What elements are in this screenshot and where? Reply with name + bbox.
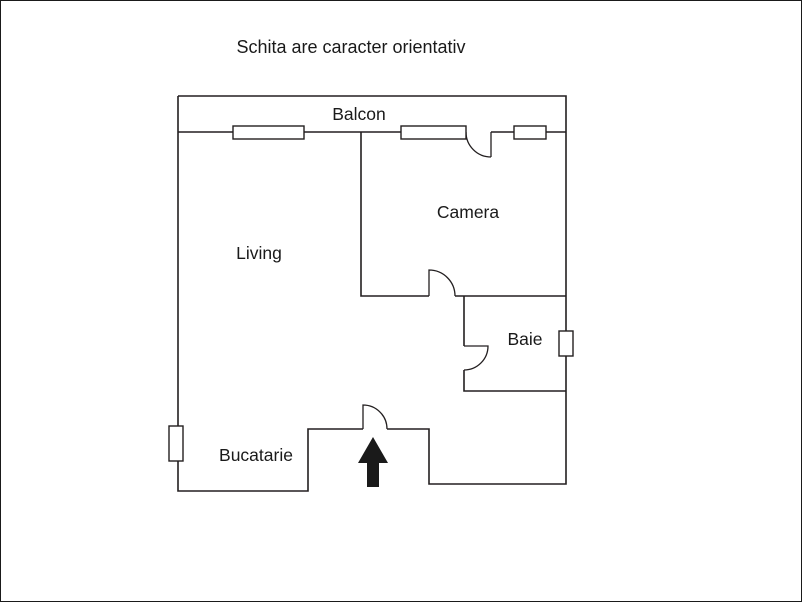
room-label-baie: Baie	[507, 329, 542, 349]
balcony-window-right-icon	[513, 125, 547, 140]
room-label-living: Living	[236, 243, 282, 263]
balcony-window-middle-icon	[400, 125, 467, 140]
room-label-camera: Camera	[437, 202, 500, 222]
baie-walls	[463, 296, 566, 392]
balcony-window-left-icon	[232, 125, 305, 140]
outer-walls	[177, 95, 567, 492]
camera-door-swing	[428, 269, 456, 297]
entrance-door-swing	[362, 404, 388, 430]
camera-walls	[360, 132, 566, 297]
entrance-arrow-icon	[358, 437, 388, 487]
baie-window-icon	[558, 330, 574, 357]
balcony-door-swing	[465, 131, 492, 158]
room-label-balcon: Balcon	[332, 104, 386, 124]
page-title: Schita are caracter orientativ	[236, 37, 465, 57]
kitchen-window-icon	[168, 425, 184, 462]
floor-plan: Balcon Living Camera Baie Bucatarie	[168, 95, 574, 492]
room-label-bucatarie: Bucatarie	[219, 445, 293, 465]
baie-door-swing	[463, 345, 489, 371]
